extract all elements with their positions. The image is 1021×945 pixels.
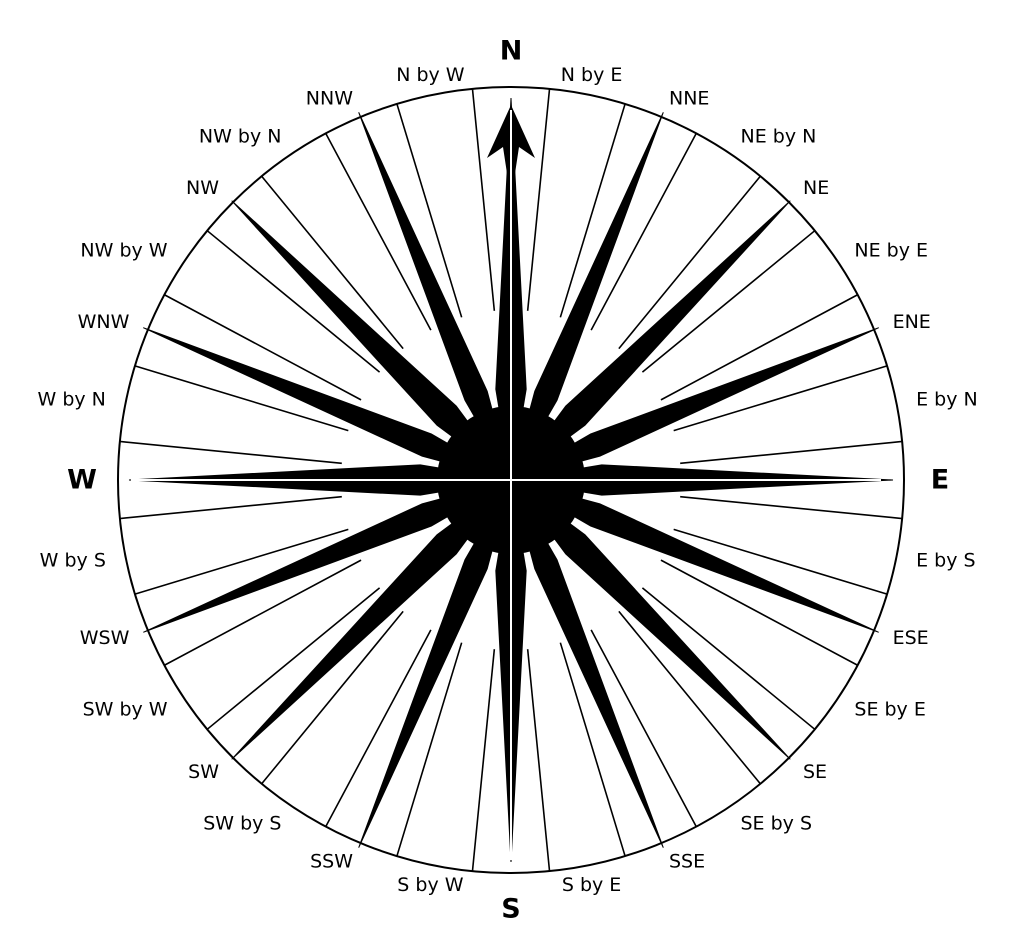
label-ese: ESE [893, 627, 929, 649]
division-line [673, 365, 888, 432]
label-nw-by-n: NW by N [199, 126, 282, 148]
compass-rose [117, 86, 905, 874]
division-line [559, 103, 626, 318]
division-line [325, 133, 432, 331]
label-sw: SW [188, 761, 219, 783]
division-line [164, 559, 362, 666]
division-line [261, 610, 404, 785]
label-ene: ENE [893, 311, 931, 333]
label-s-by-e: S by E [562, 874, 621, 896]
label-sse: SSE [669, 851, 705, 873]
label-nnw: NNW [306, 87, 353, 109]
division-line [471, 88, 496, 311]
label-w-by-s: W by S [40, 550, 106, 572]
division-line [680, 440, 903, 465]
division-line [526, 649, 551, 872]
division-line [590, 629, 697, 827]
division-line [471, 649, 496, 872]
label-nne: NNE [669, 87, 709, 109]
division-line [618, 610, 761, 785]
label-sw-by-w: SW by W [83, 699, 168, 721]
label-nw: NW [186, 177, 219, 199]
division-line [526, 88, 551, 311]
label-e-by-s: E by S [916, 550, 975, 572]
label-se-by-e: SE by E [854, 699, 925, 721]
division-line [673, 528, 888, 595]
label-se-by-s: SE by S [741, 812, 813, 834]
point-labels: N N by E NNE NE by N NE NE by E ENE E by N E E by… [38, 36, 978, 925]
label-e: E [931, 465, 949, 496]
division-line [396, 103, 463, 318]
label-ne-by-e: NE by E [854, 240, 928, 262]
division-line [119, 440, 342, 465]
division-line [134, 365, 349, 432]
division-line [396, 642, 463, 857]
division-line [164, 294, 362, 401]
label-s: S [501, 894, 520, 925]
label-nw-by-w: NW by W [80, 240, 167, 262]
label-wsw: WSW [80, 627, 130, 649]
label-e-by-n: E by N [916, 388, 978, 410]
label-wnw: WNW [78, 311, 130, 333]
label-n-by-w: N by W [396, 64, 465, 86]
division-line [119, 495, 342, 520]
label-w: W [67, 465, 97, 496]
label-s-by-w: S by W [397, 874, 463, 896]
division-line [559, 642, 626, 857]
division-line [618, 175, 761, 350]
division-line [590, 133, 697, 331]
division-line [680, 495, 903, 520]
division-line [261, 175, 404, 350]
label-sw-by-s: SW by S [203, 812, 281, 834]
label-ssw: SSW [310, 851, 353, 873]
label-se: SE [803, 761, 827, 783]
label-n-by-e: N by E [561, 64, 623, 86]
label-ne-by-n: NE by N [741, 126, 817, 148]
division-line [641, 230, 816, 373]
division-line [660, 294, 858, 401]
division-line [206, 230, 381, 373]
label-ne: NE [803, 177, 829, 199]
division-line [660, 559, 858, 666]
label-n: N [500, 36, 523, 67]
division-line [325, 629, 432, 827]
label-w-by-n: W by N [38, 388, 106, 410]
division-line [206, 587, 381, 730]
division-line [134, 528, 349, 595]
division-line [641, 587, 816, 730]
